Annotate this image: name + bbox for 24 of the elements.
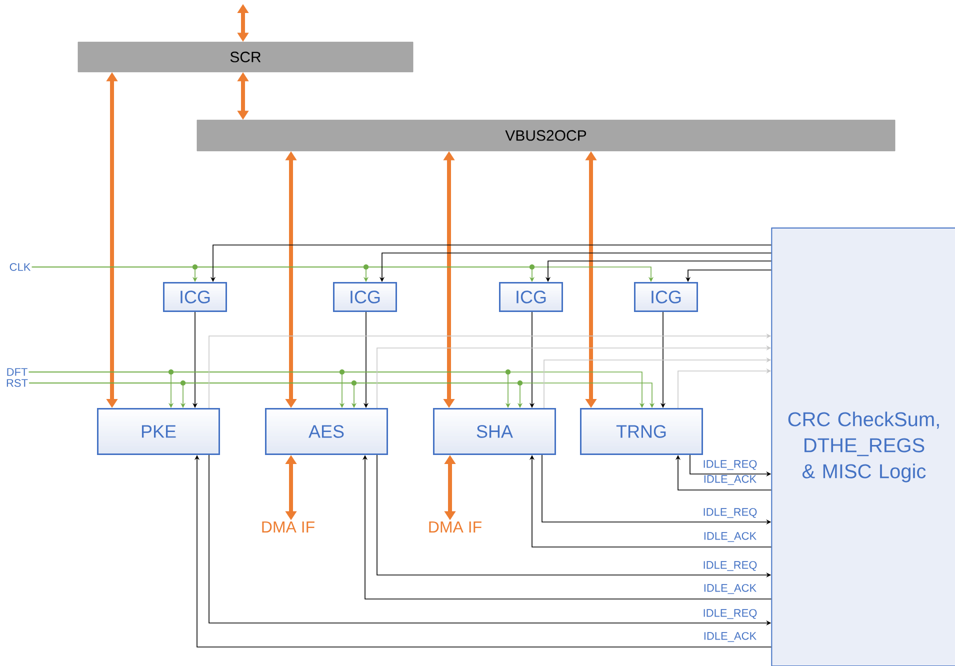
- interface-label: DMA IF: [262, 522, 314, 532]
- logic-block: CRC CheckSum, DTHE_REGS & MISC Logic: [771, 228, 955, 666]
- edge-label: IDLE_REQ: [702, 508, 758, 518]
- gate-box: ICG: [163, 282, 227, 312]
- gate-box: ICG: [499, 282, 563, 312]
- edge-label: IDLE_ACK: [702, 584, 758, 594]
- edge-label: IDLE_ACK: [702, 532, 758, 542]
- signal-label: CLK: [10, 263, 31, 271]
- engine-box: PKE: [97, 408, 220, 455]
- bus-bar: VBUS2OCP: [196, 120, 896, 152]
- signal-label: DFT: [7, 368, 28, 376]
- edge-label: IDLE_ACK: [702, 474, 758, 486]
- gate-box: ICG: [333, 282, 397, 312]
- edge-label: IDLE_REQ: [702, 560, 758, 572]
- bus-bar: SCR: [78, 42, 414, 72]
- edge-label: IDLE_ACK: [702, 632, 758, 642]
- signal-label: RST: [6, 379, 28, 387]
- engine-box: AES: [265, 408, 388, 455]
- edge-label: IDLE_REQ: [702, 608, 758, 620]
- engine-box: TRNG: [580, 408, 703, 455]
- engine-box: SHA: [433, 408, 556, 455]
- gate-box: ICG: [634, 282, 698, 312]
- interface-label: DMA IF: [429, 522, 482, 532]
- edge-label: IDLE_REQ: [702, 460, 758, 470]
